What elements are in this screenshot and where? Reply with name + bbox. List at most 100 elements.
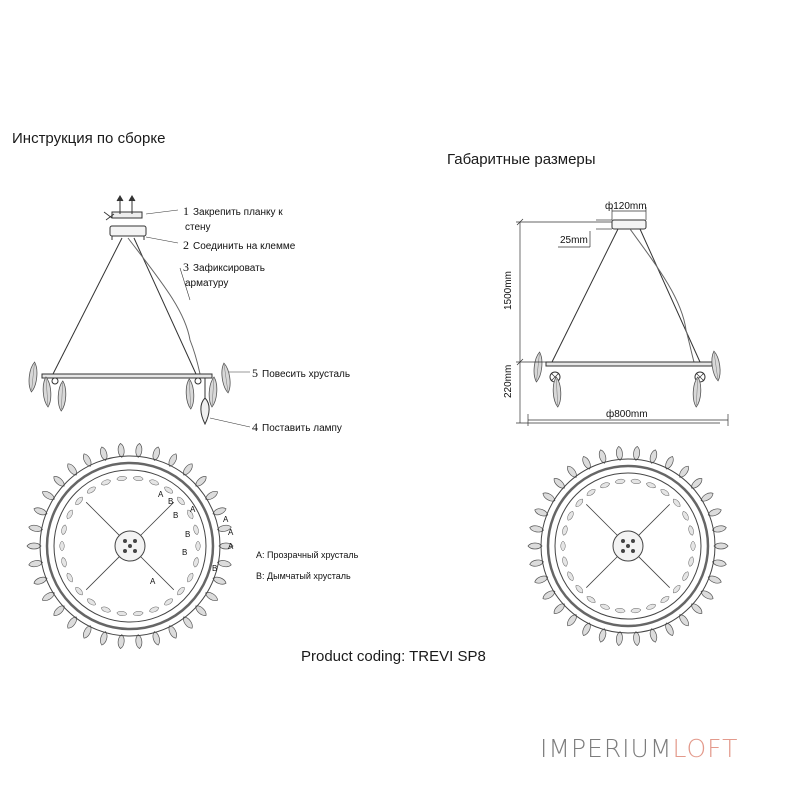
crystal-icon bbox=[630, 478, 642, 484]
hub-socket bbox=[128, 544, 132, 548]
crystal-icon bbox=[164, 486, 173, 494]
crystal-mark: A bbox=[228, 528, 234, 537]
crystal-icon bbox=[567, 614, 577, 627]
ring-frame bbox=[53, 469, 207, 623]
crystal-icon bbox=[665, 622, 674, 636]
crystal-icon bbox=[630, 608, 642, 614]
top-view-left bbox=[26, 443, 234, 649]
crystal-icon bbox=[205, 592, 218, 601]
crystal-icon bbox=[691, 603, 703, 614]
crystal-icon bbox=[582, 622, 591, 636]
diameter-label: ф800mm bbox=[606, 409, 648, 420]
assembly-title: Инструкция по сборке bbox=[12, 130, 166, 147]
crystal-icon bbox=[42, 592, 55, 601]
crystal-icon bbox=[575, 585, 584, 594]
crystal-icon bbox=[633, 445, 640, 461]
crystal-icon bbox=[534, 508, 549, 517]
crystal-icon bbox=[33, 576, 48, 585]
crystal-icon bbox=[217, 560, 232, 568]
crystal-icon bbox=[168, 453, 177, 467]
ring-frame bbox=[554, 472, 702, 620]
crystal-icon bbox=[614, 608, 626, 614]
crystal-icon bbox=[614, 478, 626, 484]
step-text: Соединить на клемме bbox=[193, 241, 296, 252]
crystal-icon bbox=[195, 605, 207, 616]
crystal-mark: A bbox=[223, 515, 229, 524]
crystal-icon bbox=[42, 491, 55, 500]
crystal-icon bbox=[529, 559, 544, 567]
ring-frame bbox=[546, 464, 710, 628]
crystal-icon bbox=[87, 486, 96, 494]
crystal-icon bbox=[100, 446, 108, 461]
crystal-icon bbox=[691, 478, 703, 489]
crystal-mark: A bbox=[158, 490, 164, 499]
wire-left bbox=[551, 228, 619, 363]
crystal-icon bbox=[152, 446, 160, 461]
legend-key: A bbox=[256, 550, 263, 560]
crystal-mark: A bbox=[190, 505, 196, 514]
ring-frame bbox=[45, 461, 215, 631]
crystal-icon bbox=[132, 610, 144, 617]
step-3-label-line2: арматуру bbox=[185, 278, 229, 289]
hub-socket bbox=[123, 549, 127, 553]
ring-frame bbox=[540, 458, 716, 634]
crystal-icon bbox=[682, 511, 689, 521]
legend-text: Прозрачный хрусталь bbox=[267, 550, 359, 560]
crystal-icon bbox=[193, 557, 199, 568]
crystal-icon bbox=[713, 542, 729, 550]
crystal-icon bbox=[75, 587, 83, 596]
crystal-icon bbox=[67, 616, 77, 629]
crystal-icon bbox=[149, 479, 160, 486]
crystal-icon bbox=[212, 507, 227, 516]
crystal-icon bbox=[616, 445, 623, 461]
crystal-icon bbox=[688, 525, 694, 536]
hub-socket bbox=[626, 544, 630, 548]
crystal-icon bbox=[183, 616, 193, 629]
crystal-icon bbox=[187, 509, 194, 520]
crystal-icon bbox=[53, 476, 65, 487]
crystal-icon bbox=[195, 540, 201, 552]
mounting-plate bbox=[111, 211, 143, 219]
ring-height-label: 220mm bbox=[503, 364, 514, 398]
crystal-icon bbox=[100, 479, 111, 486]
hub-socket bbox=[631, 539, 635, 543]
crystal-icon bbox=[61, 524, 67, 535]
crystal-icon bbox=[582, 456, 591, 470]
dimensions-title: Габаритные размеры bbox=[447, 151, 596, 168]
cable-length-label: 1500mm bbox=[503, 271, 514, 310]
crystal-icon bbox=[672, 585, 681, 594]
crystal-icon bbox=[633, 631, 640, 647]
crystal-icon bbox=[562, 525, 568, 536]
canopy-height-label: 25mm bbox=[560, 235, 588, 246]
crystal-icon bbox=[660, 596, 670, 603]
crystal-icon bbox=[135, 634, 143, 649]
step-text: Закрепить планку к bbox=[193, 207, 283, 218]
step-number: 5 bbox=[252, 366, 258, 380]
crystal-icon bbox=[168, 625, 177, 639]
crystal-icon bbox=[567, 571, 574, 581]
power-cable bbox=[127, 237, 201, 375]
crystal-icon bbox=[187, 572, 194, 583]
crystal-icon bbox=[28, 524, 43, 532]
hub-socket bbox=[621, 549, 625, 553]
crystal-icon bbox=[205, 491, 218, 500]
crystal-icon bbox=[117, 634, 125, 649]
crystal-mark: A bbox=[150, 577, 156, 586]
crystal-icon bbox=[33, 507, 48, 516]
product-code: Product coding: TREVI SP8 bbox=[301, 648, 486, 665]
crystal-icon bbox=[707, 575, 722, 584]
step-number: 3 bbox=[183, 260, 189, 274]
crystal-icon bbox=[553, 603, 565, 614]
crystal-icon bbox=[177, 587, 185, 596]
crystal-icon bbox=[218, 542, 234, 550]
crystal-icon bbox=[679, 465, 689, 478]
crystal-icon bbox=[679, 614, 689, 627]
crystal-icon bbox=[700, 590, 714, 600]
hub-socket bbox=[631, 549, 635, 553]
crystal-icon bbox=[660, 489, 670, 496]
crystal-icon bbox=[217, 524, 232, 532]
legend-item-a: A: Прозрачный хрусталь bbox=[256, 550, 359, 560]
step-text: Повесить хрусталь bbox=[262, 369, 351, 380]
